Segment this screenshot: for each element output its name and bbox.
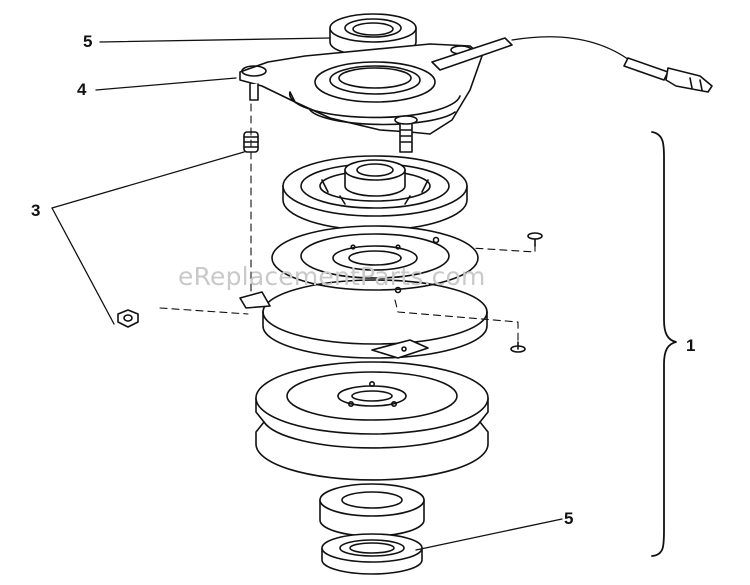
callout-housing: 4 xyxy=(77,80,87,99)
brake-ring xyxy=(239,279,488,359)
watermark-text: eReplacementParts.com xyxy=(178,262,486,291)
armature-plate xyxy=(271,225,479,294)
hex-nut xyxy=(117,309,139,328)
top-bearing xyxy=(329,13,417,57)
bottom-spacer xyxy=(319,483,425,537)
rivet-pins xyxy=(510,232,543,353)
assembly-bracket xyxy=(651,131,677,557)
pulley xyxy=(255,361,489,481)
callout-bottom-bearing: 5 xyxy=(564,509,574,528)
callout-assembly: 1 xyxy=(686,336,696,355)
callout-top-bearing: 5 xyxy=(83,32,93,51)
field-coil-housing xyxy=(239,36,713,135)
leader-lines xyxy=(51,37,563,551)
stud-bolts xyxy=(249,83,418,153)
bottom-bearing xyxy=(321,533,423,575)
callout-hardware: 3 xyxy=(31,201,41,220)
rotor xyxy=(282,155,468,231)
